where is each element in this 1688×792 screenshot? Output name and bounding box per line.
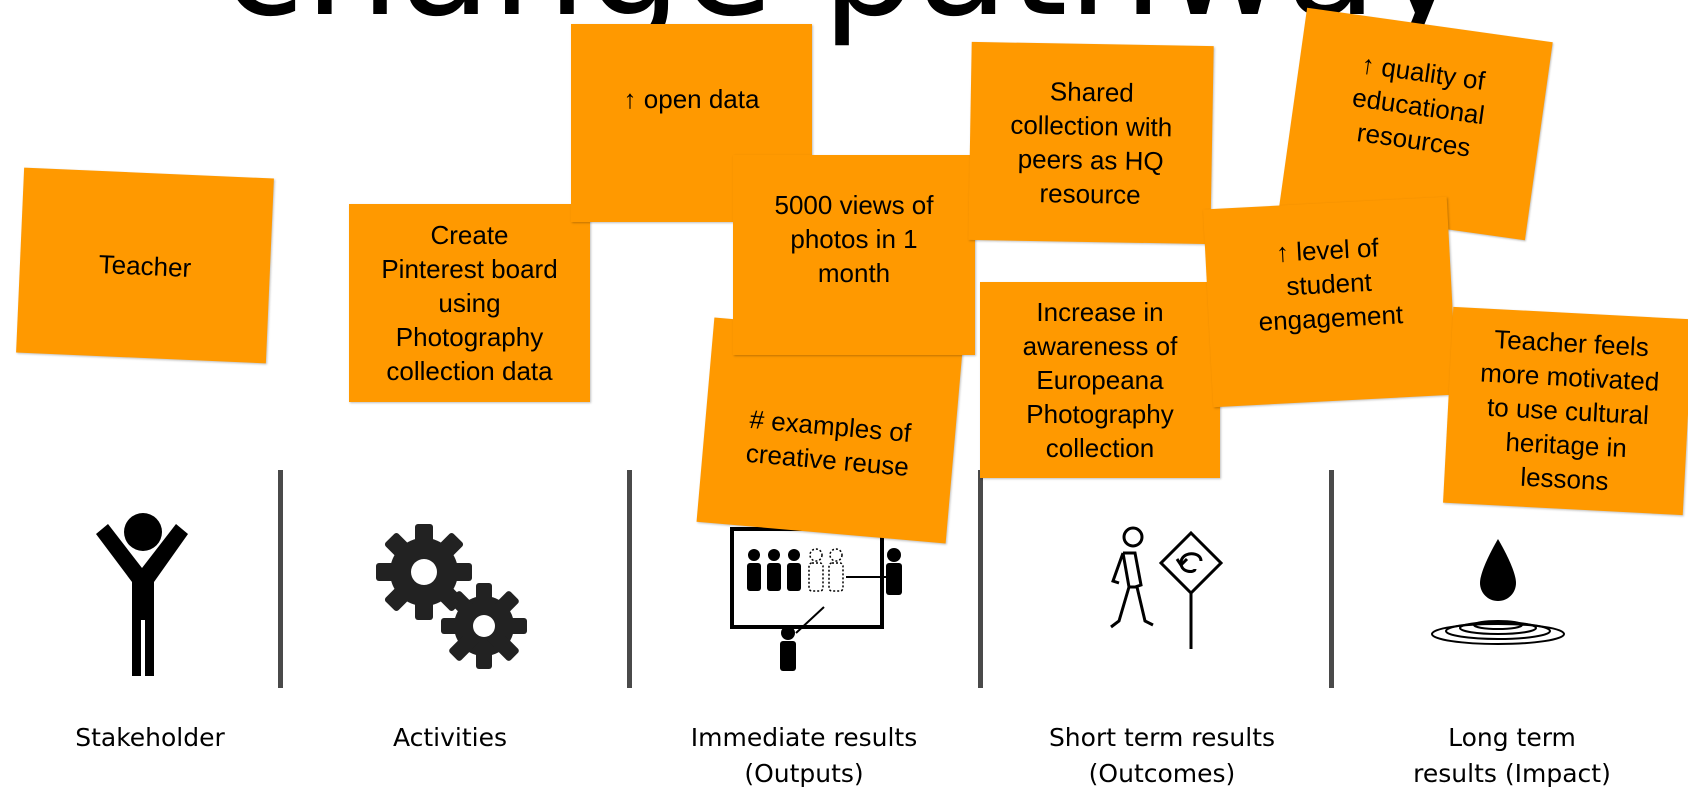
column-label-immediate-results: Immediate results (Outputs) <box>690 723 918 788</box>
person-detour-sign-icon <box>1110 526 1224 649</box>
presentation-audience-icon <box>730 527 902 671</box>
sticky-note-teacher-motivated: Teacher feels more motivated to use cult… <box>1443 306 1688 516</box>
column-label-short-term-results: Short term results (Outcomes) <box>1048 723 1276 788</box>
sticky-note-awareness: Increase in awareness of Europeana Photo… <box>980 282 1220 478</box>
diagram-title: change pathway <box>0 0 1688 38</box>
sticky-note-student-engagement: ↑ level of student engagement <box>1202 196 1458 408</box>
person-arms-raised-icon <box>96 513 188 676</box>
column-label-activities: Activities <box>392 723 508 752</box>
sticky-note-teacher: Teacher <box>16 167 274 364</box>
column-label-long-term-results: Long term results (Impact) <box>1413 723 1611 788</box>
gears-icon <box>376 524 527 669</box>
column-label-stakeholder: Stakeholder <box>75 723 225 752</box>
column-divider-2 <box>627 470 632 688</box>
column-divider-3 <box>978 470 983 688</box>
sticky-note-photo-views: 5000 views of photos in 1 month <box>733 155 975 355</box>
sticky-note-pinterest-board: Create Pinterest board using Photography… <box>349 204 590 402</box>
water-drop-ripple-icon <box>1431 539 1565 645</box>
column-divider-4 <box>1329 470 1334 688</box>
column-divider-1 <box>278 470 283 688</box>
sticky-note-shared-collection: Shared collection with peers as HQ resou… <box>968 41 1214 245</box>
